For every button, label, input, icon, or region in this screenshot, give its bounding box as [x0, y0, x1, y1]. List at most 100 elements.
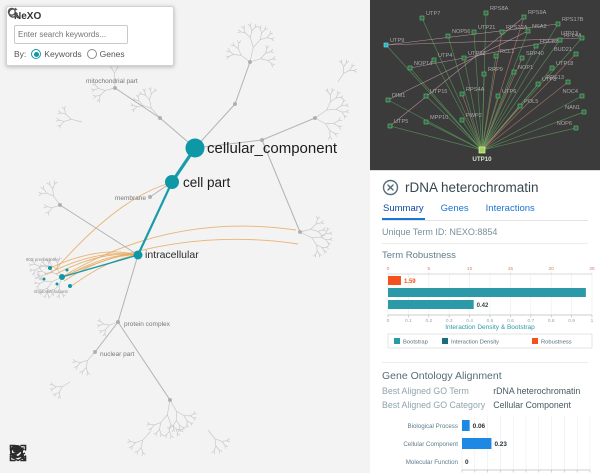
- network-node[interactable]: [557, 37, 563, 43]
- network-node[interactable]: [579, 35, 585, 41]
- network-node[interactable]: [495, 93, 501, 99]
- svg-text:PWP2: PWP2: [466, 113, 482, 119]
- network-node[interactable]: [419, 15, 425, 21]
- network-node[interactable]: [525, 28, 531, 34]
- node-cellular-component[interactable]: [185, 138, 205, 158]
- network-node[interactable]: [573, 125, 579, 131]
- svg-text:0.1: 0.1: [405, 318, 412, 324]
- coexpression-edges: [44, 182, 299, 288]
- tab-bar: Summary Genes Interactions: [382, 203, 588, 221]
- svg-text:Bootstrap: Bootstrap: [403, 340, 428, 346]
- network-node[interactable]: [383, 42, 389, 48]
- network-node[interactable]: [521, 14, 527, 20]
- network-node[interactable]: [549, 65, 555, 71]
- node-ribosomal-cluster[interactable]: [59, 274, 65, 280]
- close-icon: [382, 179, 399, 196]
- network-hub-node[interactable]: [478, 146, 486, 154]
- svg-text:0.6: 0.6: [507, 318, 514, 324]
- expand-nodes-button[interactable]: [9, 443, 140, 467]
- network-node[interactable]: [461, 55, 467, 61]
- tree-label-protein-complex: protein complex: [124, 321, 171, 328]
- svg-text:0.2: 0.2: [425, 318, 432, 324]
- svg-text:UTP22: UTP22: [468, 51, 485, 57]
- ontology-canvas[interactable]: cellular_component cell part intracellul…: [0, 0, 370, 473]
- network-node[interactable]: [581, 109, 587, 115]
- network-node[interactable]: [565, 79, 571, 85]
- tab-summary[interactable]: Summary: [382, 203, 425, 220]
- svg-text:RPL4A: RPL4A: [564, 33, 582, 39]
- network-node[interactable]: [385, 97, 391, 103]
- network-node[interactable]: [407, 65, 413, 71]
- svg-text:POL5: POL5: [524, 99, 538, 105]
- network-node[interactable]: [445, 33, 451, 39]
- tree-label-membrane: membrane: [115, 195, 146, 202]
- network-node[interactable]: [499, 29, 505, 35]
- svg-text:0: 0: [387, 266, 390, 272]
- node-intracellular[interactable]: [133, 250, 143, 260]
- tree-label-ribosomal-subunit: ribosomal subunit: [34, 289, 68, 294]
- network-node[interactable]: [423, 119, 429, 125]
- svg-text:UTP9: UTP9: [390, 38, 404, 44]
- svg-text:15: 15: [508, 266, 514, 272]
- svg-text:HSC82: HSC82: [540, 39, 558, 45]
- network-node[interactable]: [387, 123, 393, 129]
- goa-heading: Gene Ontology Alignment: [382, 362, 588, 382]
- svg-text:RPS17B: RPS17B: [562, 17, 584, 23]
- ribosome-cluster-nodes: [42, 266, 72, 288]
- goa-term-value: rDNA heterochromatin: [493, 386, 581, 396]
- network-node[interactable]: [483, 10, 489, 16]
- network-node[interactable]: [511, 69, 517, 75]
- tree-label-cellular-component: cellular_component: [207, 140, 338, 157]
- svg-text:RCL1: RCL1: [500, 49, 514, 55]
- network-node[interactable]: [459, 117, 465, 123]
- svg-text:DIM1: DIM1: [392, 93, 405, 99]
- unique-term-id: Unique Term ID: NEXO:8854: [382, 221, 588, 244]
- svg-text:25: 25: [589, 266, 595, 272]
- layers-button[interactable]: [10, 443, 176, 467]
- node-cell-part[interactable]: [165, 175, 179, 189]
- go-alignment-chart: 00.10.20.30.40.50.60.70.80.91Biological …: [403, 416, 591, 473]
- svg-text:Interaction Density: Interaction Density: [451, 340, 499, 346]
- svg-text:0.23: 0.23: [494, 441, 507, 448]
- network-node[interactable]: [533, 43, 539, 49]
- svg-text:RPS13: RPS13: [546, 75, 564, 81]
- network-node[interactable]: [431, 57, 437, 63]
- goa-term-row: Best Aligned GO Term rDNA heterochromati…: [382, 386, 588, 396]
- svg-text:0.9: 0.9: [568, 318, 575, 324]
- goa-category-key: Best Aligned GO Category: [382, 400, 486, 410]
- network-node[interactable]: [573, 51, 579, 57]
- svg-text:RPS4A: RPS4A: [466, 87, 485, 93]
- zoom-out-button[interactable]: [10, 443, 68, 467]
- svg-text:Interaction Density & Bootstra: Interaction Density & Bootstrap: [445, 324, 535, 331]
- svg-text:RRP9: RRP9: [488, 67, 503, 73]
- network-node[interactable]: [535, 81, 541, 87]
- svg-text:UTP21: UTP21: [478, 25, 495, 31]
- network-node[interactable]: [471, 29, 477, 35]
- network-node[interactable]: [459, 91, 465, 97]
- radio-keywords-dot: [31, 49, 42, 59]
- radio-keywords[interactable]: Keywords: [31, 49, 82, 59]
- radio-genes[interactable]: Genes: [86, 49, 125, 59]
- canvas-toolbar: [8, 443, 176, 467]
- search-input[interactable]: [14, 25, 128, 44]
- tab-interactions[interactable]: Interactions: [485, 203, 535, 214]
- svg-text:Biological Process: Biological Process: [407, 423, 458, 430]
- network-node[interactable]: [481, 71, 487, 77]
- svg-text:UTP7: UTP7: [426, 11, 440, 17]
- network-node[interactable]: [493, 53, 499, 59]
- network-node[interactable]: [579, 93, 585, 99]
- network-node[interactable]: [519, 55, 525, 61]
- unique-term-id-label: Unique Term ID:: [382, 227, 447, 237]
- close-button[interactable]: [382, 179, 399, 196]
- reset-search-button[interactable]: [8, 7, 166, 43]
- fit-to-screen-button[interactable]: [9, 443, 104, 467]
- svg-text:0.3: 0.3: [446, 318, 453, 324]
- details-header: rDNA heterochromatin: [382, 179, 588, 196]
- network-node[interactable]: [517, 103, 523, 109]
- network-node[interactable]: [423, 93, 429, 99]
- tab-genes[interactable]: Genes: [440, 203, 469, 214]
- search-button[interactable]: [7, 7, 147, 43]
- network-node[interactable]: [555, 21, 561, 27]
